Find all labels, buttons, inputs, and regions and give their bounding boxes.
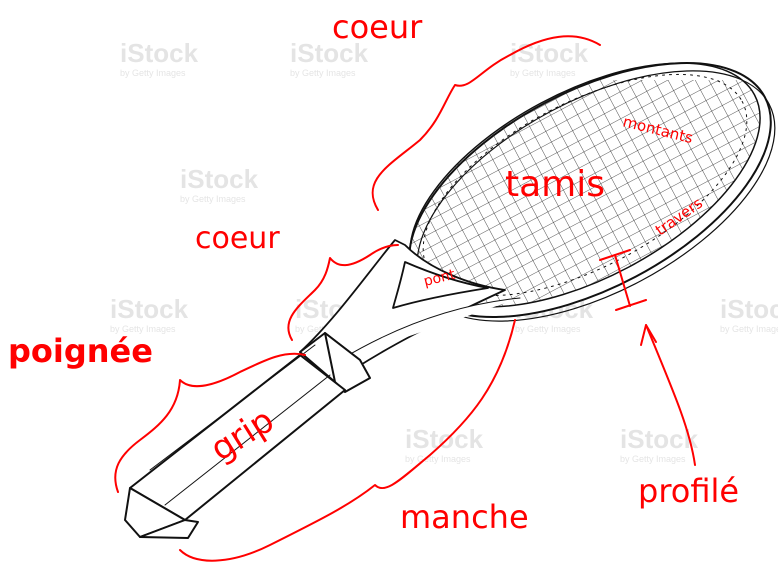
watermark-brand: iStock [510, 38, 589, 68]
watermark-tile: iStock by Getty Images [120, 38, 199, 78]
watermark-tile: iStock by Getty Images [720, 294, 778, 334]
poignee-label: poignée [8, 332, 153, 370]
watermark-sub: by Getty Images [720, 324, 778, 334]
watermark-sub: by Getty Images [120, 68, 186, 78]
watermark-tile: iStock by Getty Images [110, 294, 189, 334]
manche-label: manche [400, 498, 529, 536]
watermark-brand: iStock [110, 294, 189, 324]
watermark-sub: by Getty Images [290, 68, 356, 78]
watermark-tile: iStock by Getty Images [510, 38, 589, 78]
watermark-brand: iStock [180, 164, 259, 194]
watermark-tile: iStock by Getty Images [180, 164, 259, 204]
coeur-mid-label: coeur [195, 221, 280, 256]
watermark-sub: by Getty Images [405, 454, 471, 464]
watermark-brand: iStock [405, 424, 484, 454]
watermark-sub: by Getty Images [180, 194, 246, 204]
coeur-top-label: coeur [332, 8, 423, 46]
watermark-brand: iStock [720, 294, 778, 324]
watermark-sub: by Getty Images [510, 68, 576, 78]
profile-label: profilé [638, 472, 739, 510]
tamis-label: tamis [505, 164, 605, 205]
watermark-sub: by Getty Images [620, 454, 686, 464]
watermark-tile: iStock by Getty Images [405, 424, 484, 464]
watermark-brand: iStock [120, 38, 199, 68]
watermark-sub: by Getty Images [515, 324, 581, 334]
